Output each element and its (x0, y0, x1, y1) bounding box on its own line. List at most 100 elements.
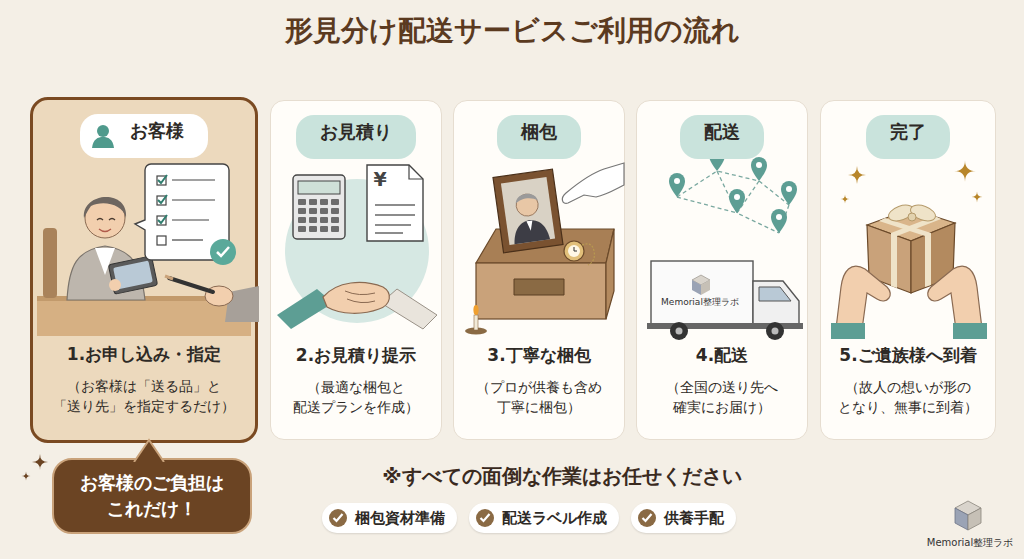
illustration-part (515, 193, 540, 218)
illustration-part (172, 179, 215, 180)
illustration-part (298, 181, 340, 194)
illustration-part (158, 195, 167, 203)
illustration-part (841, 195, 850, 204)
bubble-tail-shape (134, 440, 164, 462)
logo-cube (955, 501, 981, 530)
illustration-part (676, 328, 683, 335)
illustration-part (375, 214, 415, 216)
illustration-part (669, 173, 685, 197)
illustration-part (298, 199, 342, 235)
illustration-part (157, 176, 166, 185)
step-header: お客様 (80, 114, 208, 158)
illustration-part (169, 278, 213, 292)
illustration-part (772, 328, 779, 335)
task-chip: 梱包資材準備 (322, 503, 457, 533)
illustration-part (670, 322, 688, 340)
header-text: 完了 (884, 120, 932, 144)
task-chip: 配送ラベル作成 (469, 503, 619, 533)
illustration-part (409, 165, 423, 179)
illustration-part (108, 256, 157, 294)
note-text: ※すべての面倒な作業はお任せください (262, 463, 862, 490)
cube-left (955, 508, 968, 530)
icon-body (92, 137, 114, 148)
illustration-part (158, 175, 167, 183)
illustration-part (501, 177, 555, 245)
task-chip: 供養手配 (631, 503, 736, 533)
check-circle (638, 509, 656, 527)
step-title: 1.お申し込み・指定 (33, 343, 255, 366)
check-mark (481, 514, 490, 521)
illustration-part (375, 232, 403, 234)
step-card: 完了5.ご遺族様へ到着（故人の想いが形の となり、無事に到着） (820, 100, 996, 440)
illustration-part (367, 165, 423, 241)
illustration-part (786, 186, 792, 192)
illustration-part (43, 228, 57, 298)
illustration-part (972, 192, 983, 203)
illustration-part (84, 197, 126, 218)
illustration-part (157, 196, 166, 205)
header-text: お客様 (124, 119, 190, 143)
illustration-part (568, 245, 580, 257)
illustration-part (157, 216, 166, 225)
illustration-part (776, 214, 782, 220)
illustration-part (717, 171, 779, 233)
illustration-part (841, 160, 983, 203)
step-header: 完了 (866, 115, 950, 159)
illustration-part (759, 287, 791, 301)
illustration-part (473, 305, 478, 315)
illustration-part (97, 219, 115, 221)
illustration-part (751, 157, 767, 181)
illustration-part (729, 189, 745, 213)
illustration-part (172, 219, 209, 220)
header-text: 梱包 (515, 120, 563, 144)
illustration-part (677, 197, 737, 213)
illustration-part (953, 323, 987, 339)
sparkle (22, 472, 31, 481)
step-header: 梱包 (497, 115, 581, 159)
illustration-part (562, 163, 624, 203)
illustration-part (582, 244, 594, 265)
illustration-part (574, 247, 577, 251)
illustration-part (345, 291, 375, 303)
callout-bubble: お客様のご負担は これだけ！ (52, 458, 252, 534)
illustration-part (674, 178, 680, 184)
cube-right (968, 508, 981, 530)
illustration-part (375, 205, 415, 233)
logo-text: Memorial整理ラボ (922, 536, 1018, 550)
illustration-part (651, 261, 753, 325)
illustration-part (781, 181, 797, 205)
illustration-part (375, 204, 415, 206)
check-mark (643, 514, 652, 521)
illustration-part (753, 281, 799, 325)
illustration-part (564, 241, 584, 261)
icon-head (97, 125, 109, 137)
illustration-part (157, 176, 215, 245)
illustration-part (511, 217, 550, 244)
illustration-part (99, 229, 111, 232)
step-description: （お客様は「送る品」と 「送り先」を指定するだけ） (33, 376, 255, 417)
check-circle (476, 509, 494, 527)
illustration-part (493, 169, 563, 253)
illustration-part (606, 229, 614, 319)
check-icon (637, 508, 657, 528)
step-description: （故人の想いが形の となり、無事に到着） (821, 377, 995, 418)
illustration-part (158, 175, 167, 223)
illustration-part (848, 166, 866, 184)
check-circle (329, 509, 347, 527)
illustration-part (375, 224, 411, 226)
illustration-part (692, 280, 701, 295)
illustration-part (677, 171, 789, 233)
check-icon (328, 508, 348, 528)
illustration-part (323, 282, 389, 313)
illustration-part (474, 315, 478, 330)
illustration-part (158, 215, 167, 223)
illustration-part (157, 236, 166, 245)
step-title: 4.配送 (637, 344, 807, 367)
illustration-part (891, 216, 941, 288)
illustration-part (669, 147, 797, 233)
illustration-part (674, 152, 792, 220)
header-text: お見積り (314, 120, 398, 144)
illustration-part (476, 263, 606, 319)
step-title: 3.丁寧な梱包 (454, 344, 624, 367)
chip-text: 供養手配 (664, 509, 724, 528)
